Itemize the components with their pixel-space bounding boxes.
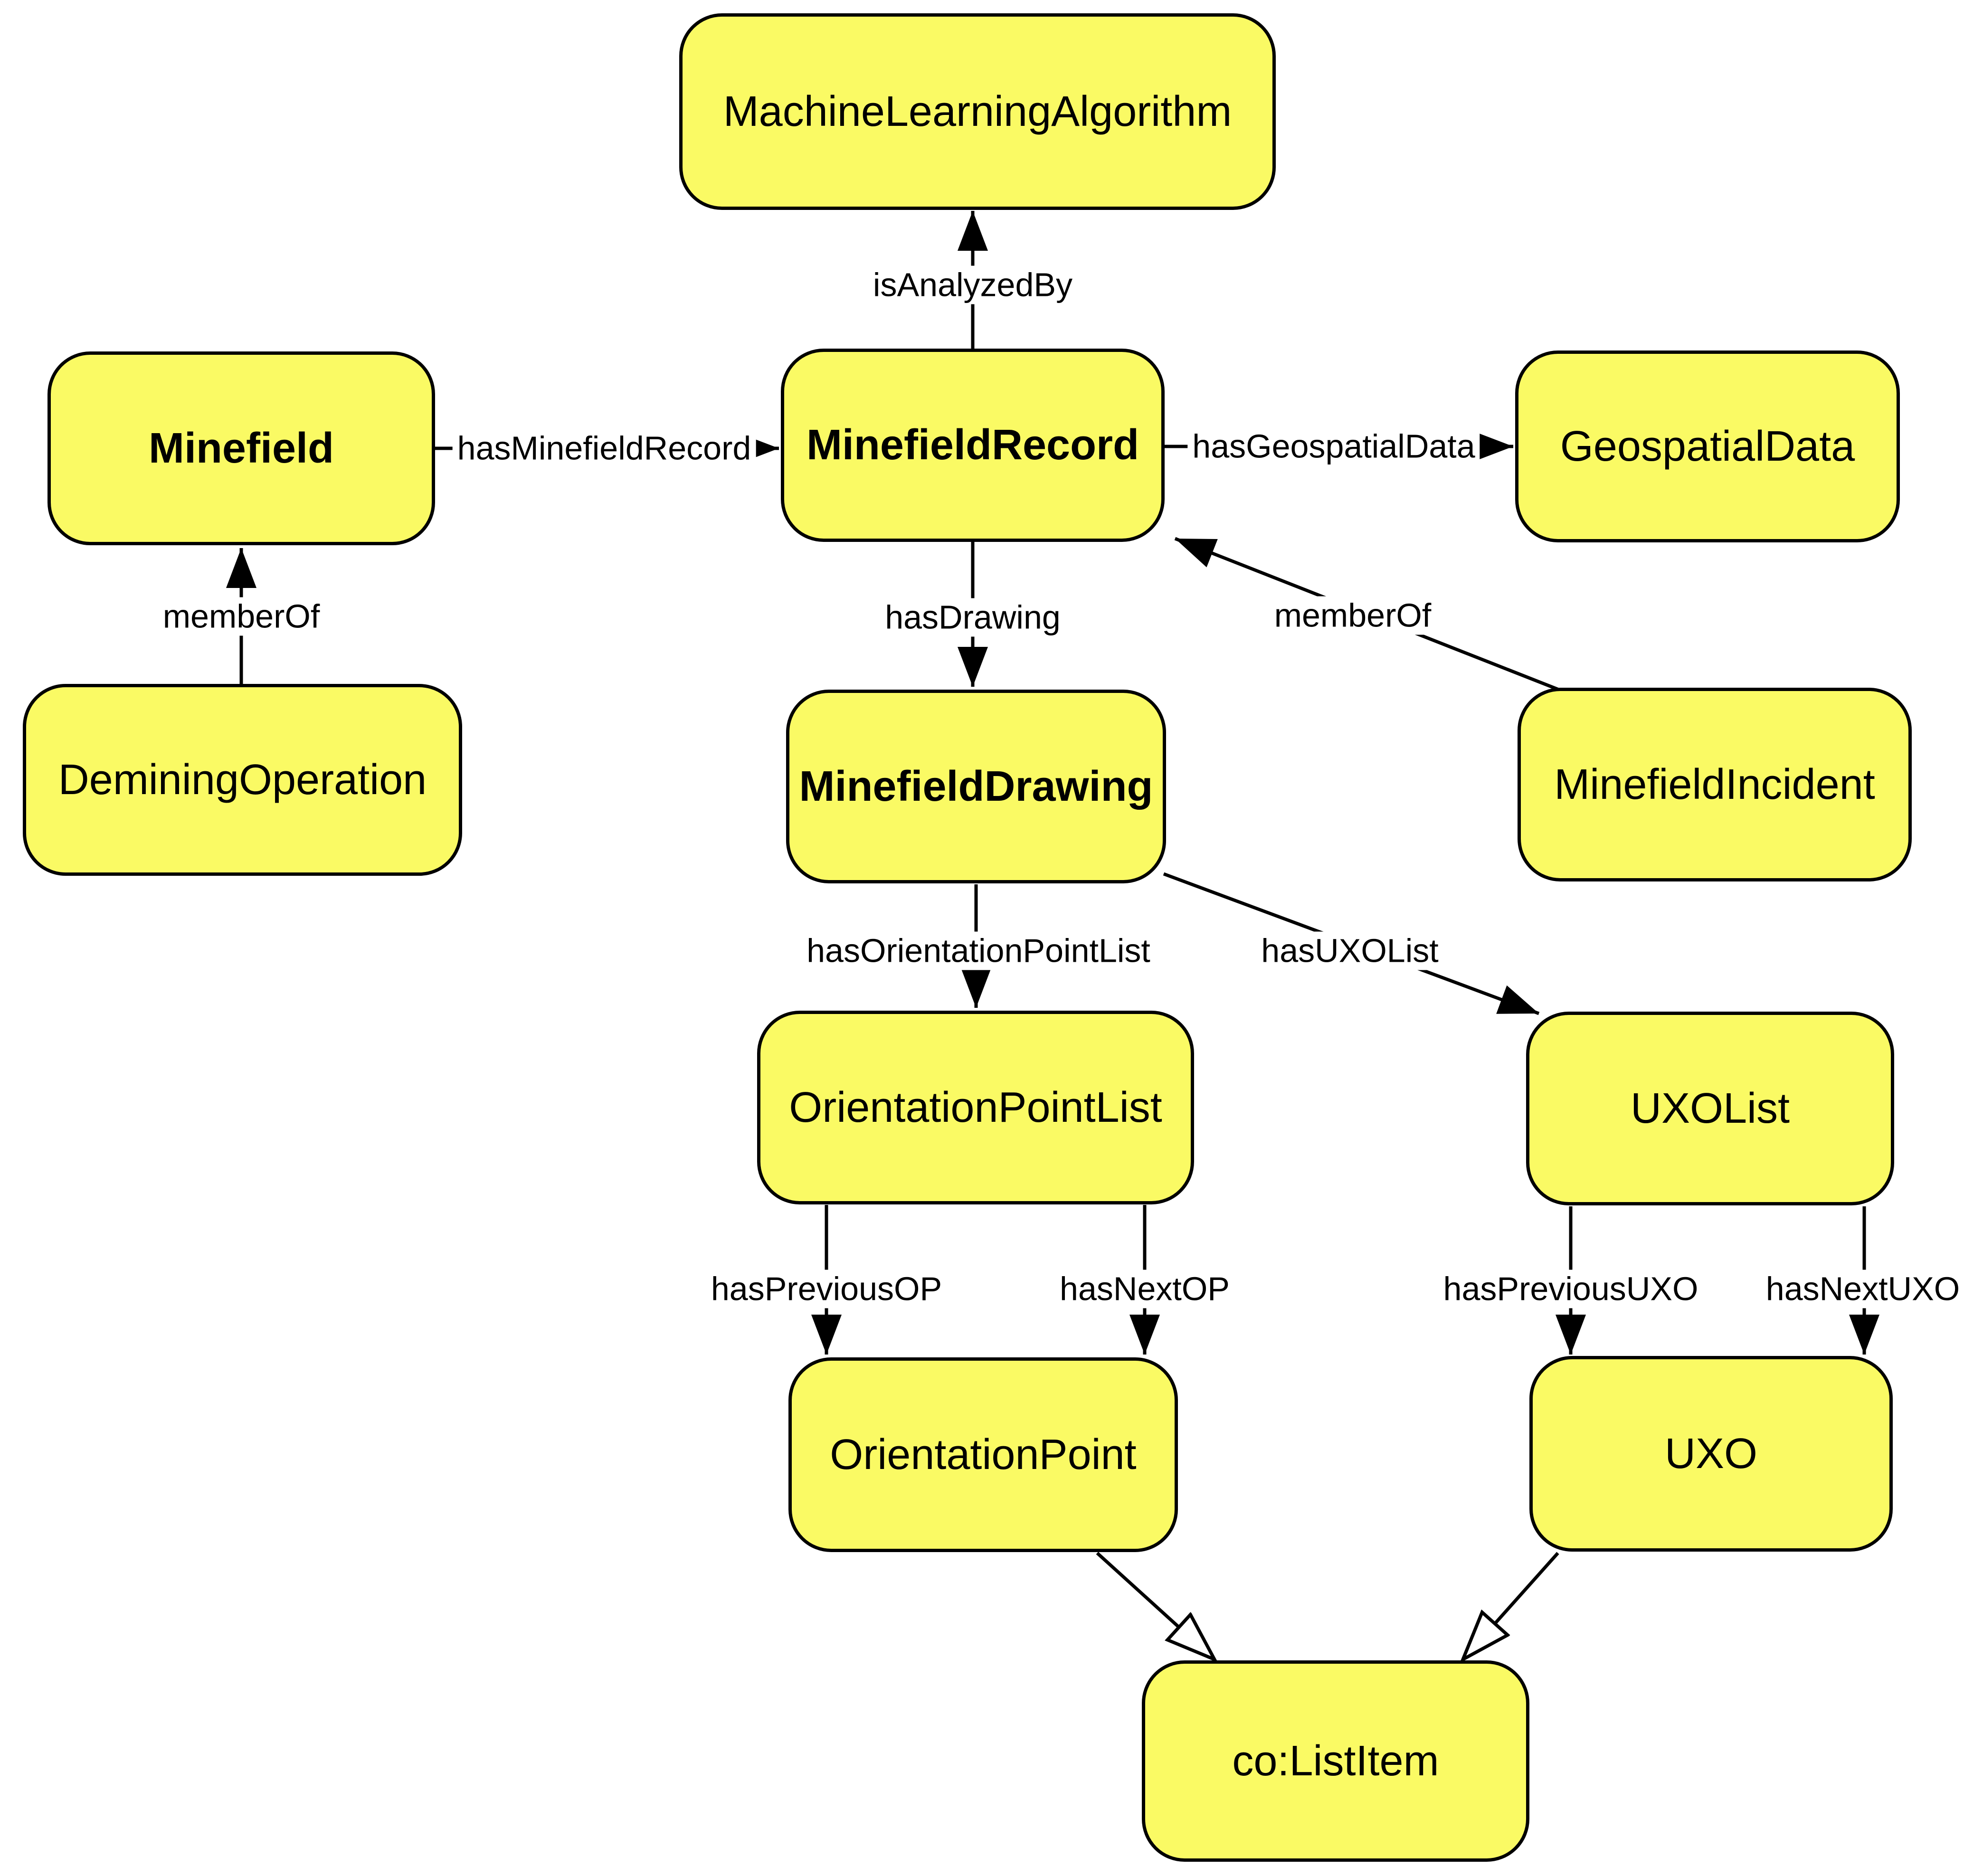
node-uxo: UXO (1529, 1356, 1893, 1552)
node-minefield-record: MinefieldRecord (781, 349, 1165, 542)
node-orientation-point: OrientationPoint (788, 1357, 1178, 1552)
edge-label-member-of-incident: memberOf (1269, 596, 1436, 635)
node-demining-operation: DeminingOperation (23, 684, 462, 876)
edge-subclass-orientation-point (1096, 1552, 1214, 1659)
edge-label-has-drawing: hasDrawing (880, 598, 1065, 637)
edge-label-has-uxo-list: hasUXOList (1256, 931, 1443, 970)
edge-label-is-analyzed-by: isAnalyzedBy (868, 265, 1078, 304)
edge-label-has-next-op: hasNextOP (1055, 1270, 1234, 1308)
node-minefield-incident: MinefieldIncident (1518, 688, 1912, 881)
node-orientation-point-list: OrientationPointList (757, 1011, 1194, 1204)
edge-label-member-of-demining: memberOf (158, 597, 325, 636)
node-geospatial-data: GeospatialData (1515, 351, 1900, 542)
node-minefield-drawing: MinefieldDrawing (786, 690, 1166, 883)
node-co-list-item: co:ListItem (1142, 1660, 1529, 1862)
node-uxo-list: UXOList (1526, 1012, 1894, 1205)
edge-subclass-uxo (1463, 1552, 1559, 1659)
edge-label-has-geospatial-data: hasGeospatialData (1187, 427, 1480, 466)
edge-label-has-orientation-point-list: hasOrientationPointList (802, 931, 1155, 970)
edge-label-has-previous-op: hasPreviousOP (706, 1270, 947, 1308)
node-machine-learning-algorithm: MachineLearningAlgorithm (679, 13, 1276, 210)
edge-label-has-previous-uxo: hasPreviousUXO (1438, 1270, 1703, 1308)
edge-label-has-next-uxo: hasNextUXO (1761, 1270, 1964, 1308)
edge-label-has-minefield-record: hasMinefieldRecord (452, 429, 756, 468)
node-minefield: Minefield (47, 351, 435, 545)
